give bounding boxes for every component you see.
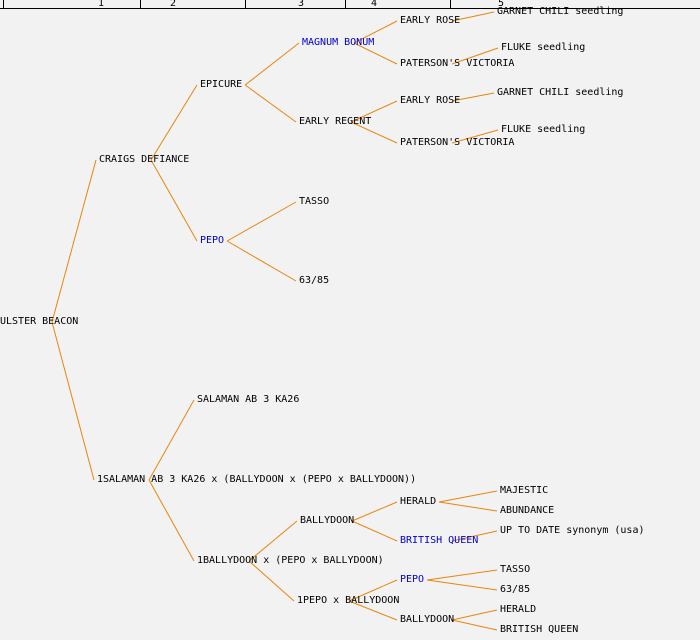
node-cross1: 1SALAMAN AB 3 KA26 x (BALLYDOON x (PEPO … <box>97 474 417 485</box>
generation-number: 3 <box>298 0 305 9</box>
pedigree-edge <box>439 490 498 503</box>
node-uptodate: UP TO DATE synonym (usa) <box>500 525 645 536</box>
pedigree-edge <box>51 159 97 323</box>
pedigree-edge <box>451 11 495 22</box>
pedigree-edge <box>148 399 195 481</box>
pedigree-edge <box>350 100 398 123</box>
generation-number: 2 <box>170 0 177 9</box>
pedigree-edge <box>348 579 398 602</box>
node-craigs: CRAIGS DEFIANCE <box>99 154 190 165</box>
node-tasso2: TASSO <box>500 564 531 575</box>
generation-tick <box>245 0 246 8</box>
node-salaman: SALAMAN AB 3 KA26 <box>197 394 300 405</box>
node-garnet2: GARNET CHILI seedling <box>497 87 624 98</box>
generation-number: 4 <box>371 0 378 9</box>
node-herald2: HERALD <box>500 604 537 615</box>
node-abundance: ABUNDANCE <box>500 505 555 516</box>
pedigree-edge <box>248 520 298 562</box>
pedigree-edge <box>351 520 398 542</box>
node-garnet1: GARNET CHILI seedling <box>497 6 624 17</box>
generation-tick <box>345 0 346 8</box>
node-magnum[interactable]: MAGNUM BONUM <box>302 37 375 48</box>
node-ballydoon2: BALLYDOON <box>400 614 455 625</box>
pedigree-edge <box>148 479 195 562</box>
node-tasso1: TASSO <box>299 196 330 207</box>
node-pepo2[interactable]: PEPO <box>400 574 425 585</box>
pedigree-edge <box>248 560 295 602</box>
node-epicure: EPICURE <box>200 79 243 90</box>
node-britq2: BRITISH QUEEN <box>500 624 579 635</box>
node-earlyrose2: EARLY ROSE <box>400 95 461 106</box>
pedigree-edge <box>451 619 498 631</box>
pedigree-edge <box>226 201 297 242</box>
pedigree-edge <box>51 321 95 481</box>
pedigree-edge <box>226 240 297 282</box>
node-cross3: 1PEPO x BALLYDOON <box>297 595 400 606</box>
generation-tick <box>450 0 451 8</box>
node-paterson2: PATERSON'S VICTORIA <box>400 137 515 148</box>
node-herald1: HERALD <box>400 496 437 507</box>
node-britq1[interactable]: BRITISH QUEEN <box>400 535 479 546</box>
pedigree-edge <box>353 20 398 44</box>
generation-tick <box>3 0 4 8</box>
pedigree-edge <box>350 121 398 144</box>
pedigree-edge <box>427 569 498 581</box>
node-cross2: 1BALLYDOON x (PEPO x BALLYDOON) <box>197 555 384 566</box>
pedigree-edge <box>439 501 498 512</box>
node-pepo1[interactable]: PEPO <box>200 235 225 246</box>
generation-tick <box>140 0 141 8</box>
pedigree-edge <box>427 579 498 591</box>
pedigree-edge <box>451 47 499 65</box>
pedigree-edge <box>351 501 398 522</box>
generation-number: 5 <box>498 0 505 9</box>
node-n6385b: 63/85 <box>500 584 531 595</box>
node-fluke2: FLUKE seedling <box>501 124 586 135</box>
pedigree-edge <box>244 42 300 86</box>
pedigree-edge <box>451 129 499 144</box>
pedigree-edge <box>348 600 398 621</box>
node-ballydoon1: BALLYDOON <box>300 515 355 526</box>
node-fluke1: FLUKE seedling <box>501 42 586 53</box>
pedigree-edge <box>353 42 398 65</box>
node-earlyrose1: EARLY ROSE <box>400 15 461 26</box>
pedigree-edge <box>451 92 495 102</box>
node-earlyregent: EARLY REGENT <box>299 116 372 127</box>
node-majestic: MAJESTIC <box>500 485 549 496</box>
node-ulster: ULSTER BEACON <box>0 316 79 327</box>
node-n6385a: 63/85 <box>299 275 330 286</box>
pedigree-edge <box>451 530 498 542</box>
pedigree-edge <box>451 609 498 621</box>
generation-ruler <box>0 8 700 9</box>
generation-number: 1 <box>98 0 105 9</box>
pedigree-edge <box>150 84 198 161</box>
node-paterson1: PATERSON'S VICTORIA <box>400 58 515 69</box>
pedigree-edge <box>150 159 198 242</box>
pedigree-edge <box>244 84 297 123</box>
